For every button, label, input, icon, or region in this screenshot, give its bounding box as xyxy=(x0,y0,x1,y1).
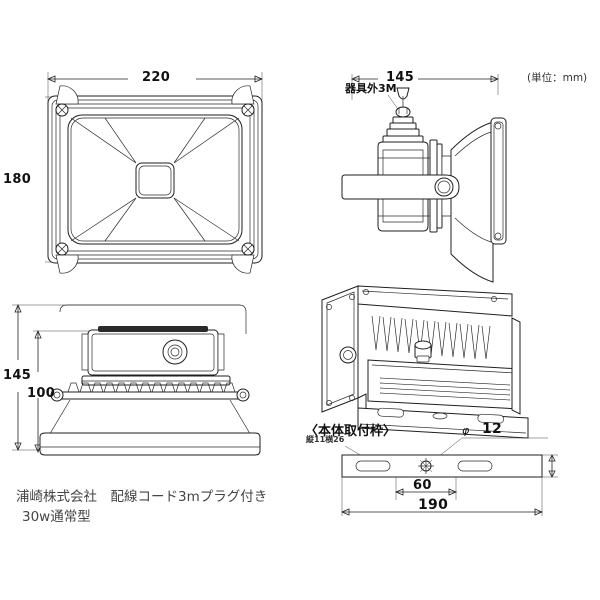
side-view-geometry xyxy=(341,74,507,283)
unit-note: (単位：mm) xyxy=(527,72,588,84)
bracket-slot-note: 縦11横26 xyxy=(306,435,345,444)
bracket-view-geometry xyxy=(340,437,558,516)
bracket-length-dimension-label: 190 xyxy=(418,497,449,513)
front-width-dimension-label: 220 xyxy=(142,70,171,85)
bracket-title-label: 〈本体取付枠〉 xyxy=(305,424,397,439)
corner-screws xyxy=(55,85,255,274)
diameter-symbol-icon: φ xyxy=(462,424,470,437)
cord-length-label: 器具外3M xyxy=(345,82,397,95)
caption-line-1: 浦崎株式会社 配線コード3mプラグ付き xyxy=(16,489,268,505)
side-depth-dimension-label: 145 xyxy=(386,70,415,85)
bottom-view-geometry xyxy=(12,303,261,456)
bracket-hole-diameter-label: 12 xyxy=(482,421,503,437)
front-height-dimension-label: 180 xyxy=(3,172,32,187)
heatsink-fins-iso xyxy=(371,315,491,360)
bottom-total-height-dimension-label: 145 xyxy=(3,368,32,383)
bracket-center-dimension-label: 60 xyxy=(413,478,432,493)
bottom-body-height-dimension-label: 100 xyxy=(27,386,56,401)
caption-line-2: 30w通常型 xyxy=(22,509,91,525)
iso-view-geometry xyxy=(321,285,529,439)
front-view-geometry xyxy=(45,72,264,274)
